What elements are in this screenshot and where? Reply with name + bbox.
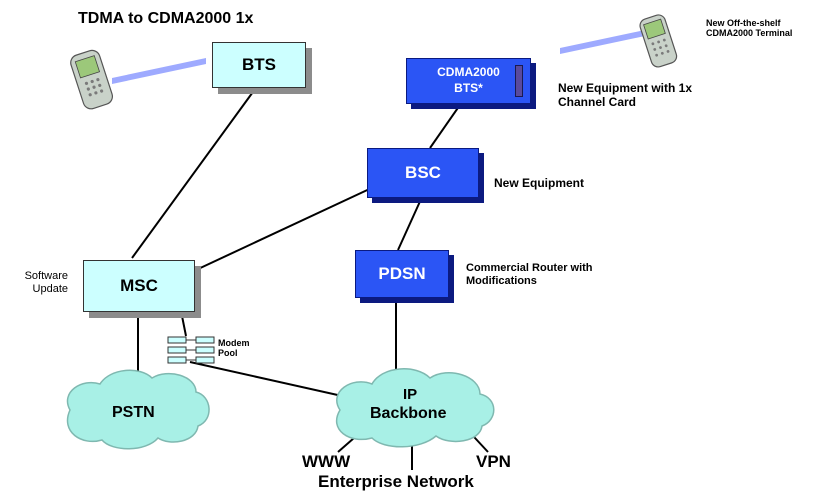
software-update-line1: Software: [24, 270, 68, 282]
software-update-line2: Update: [32, 282, 68, 295]
commercial-router-line2: Modifications: [466, 274, 537, 287]
link-modempool-ipbackbone: [189, 361, 361, 401]
bts-star-label: BTS*: [454, 81, 483, 95]
radio-beam-right: [560, 30, 645, 54]
bts-node: BTS: [212, 42, 306, 88]
enterprise-network-label: Enterprise Network: [318, 472, 474, 491]
cdma2000-bts-node: CDMA2000 BTS*: [406, 58, 531, 104]
new-equipment-1x-line2: Channel Card: [558, 94, 637, 109]
radio-beam-left: [112, 58, 206, 84]
pstn-cloud-icon: [66, 369, 210, 450]
link-cdmabts-bsc: [429, 101, 463, 149]
vpn-label: VPN: [476, 452, 511, 471]
backbone-label: Backbone: [370, 405, 447, 422]
mobile-phone-left-icon: [70, 49, 114, 110]
modem-pool-line2: Pool: [218, 348, 238, 359]
modem-pool-icon: [167, 336, 215, 364]
mobile-phone-right-icon: [639, 14, 678, 68]
bsc-node: BSC: [367, 148, 479, 198]
diagram-title: TDMA to CDMA2000 1x: [78, 10, 254, 27]
bts-label: BTS: [242, 55, 276, 74]
new-equipment-1x-line1: New Equipment with 1x: [558, 81, 693, 95]
msc-label: MSC: [120, 276, 158, 295]
bsc-label: BSC: [405, 163, 441, 182]
commercial-router-label: Commercial Router with Modifications: [466, 262, 593, 287]
new-equipment-label: New Equipment: [494, 176, 585, 190]
link-bts-msc: [131, 84, 259, 259]
pdsn-node: PDSN: [355, 250, 449, 298]
ip-label: IP: [403, 386, 418, 403]
www-label: WWW: [302, 452, 351, 471]
new-terminal-label: New Off-the-shelf CDMA2000 Terminal: [706, 18, 792, 39]
ip-backbone-cloud-icon: [335, 368, 495, 448]
modem-pool-line1: Modem: [218, 338, 250, 348]
link-msc-bsc: [195, 184, 379, 271]
cdma2000-label: CDMA2000: [437, 65, 500, 80]
new-equipment-1x-label: New Equipment with 1x Channel Card: [558, 81, 693, 110]
new-terminal-label-line2: CDMA2000 Terminal: [706, 28, 793, 39]
channel-card-icon: [515, 65, 523, 97]
pdsn-label: PDSN: [378, 264, 426, 283]
link-bsc-pdsn: [397, 196, 423, 251]
modem-pool-label: Modem Pool: [218, 338, 250, 359]
pstn-label: PSTN: [112, 404, 155, 421]
msc-node: MSC: [83, 260, 195, 312]
new-terminal-label-line1: New Off-the-shelf: [706, 18, 781, 28]
software-update-label: Software Update: [8, 270, 68, 295]
commercial-router-line1: Commercial Router with: [466, 262, 593, 274]
